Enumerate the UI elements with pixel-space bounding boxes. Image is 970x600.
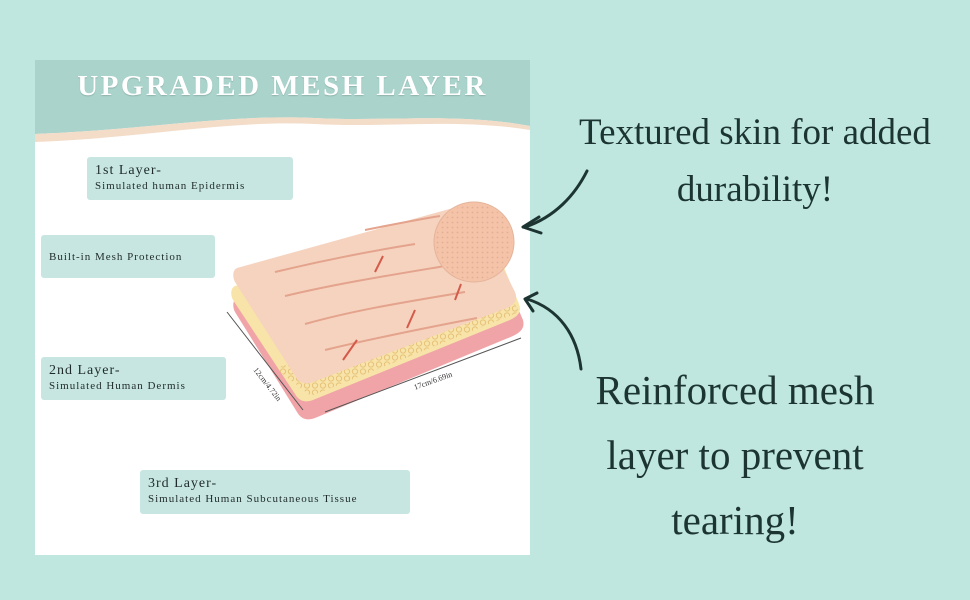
second-layer-title: 2nd Layer- [49, 363, 121, 378]
second-layer-label: 2nd Layer- Simulated Human Dermis [41, 357, 226, 400]
mesh-protection-title: Built-in Mesh Protection [49, 250, 183, 263]
banner-title: UPGRADED MESH LAYER [77, 70, 488, 102]
texture-callout: Textured skin for added durability! [555, 104, 955, 218]
banner-background [35, 60, 530, 142]
arrow-to-mesh [523, 291, 583, 371]
arrow-to-texture [521, 169, 589, 235]
product-card: UPGRADED MESH LAYER 1st Layer- Simulated… [35, 60, 530, 555]
texture-callout-line1: Textured skin for added [579, 112, 931, 153]
third-layer-title: 3rd Layer- [148, 476, 218, 491]
first-layer-label: 1st Layer- Simulated human Epidermis [87, 157, 293, 200]
third-layer-subtitle: Simulated Human Subcutaneous Tissue [148, 493, 358, 505]
second-layer-subtitle: Simulated Human Dermis [49, 380, 186, 392]
mesh-protection-label: Built-in Mesh Protection [41, 235, 215, 278]
mesh-callout-line3: tearing! [671, 497, 799, 543]
mesh-callout-line1: Reinforced mesh [595, 367, 875, 413]
skin-pad-illustration: 12cm/4.72in 17cm/6.69in [226, 201, 524, 420]
texture-callout-line2: durability! [676, 169, 834, 210]
first-layer-subtitle: Simulated human Epidermis [95, 180, 246, 192]
third-layer-label: 3rd Layer- Simulated Human Subcutaneous … [140, 470, 410, 514]
mesh-callout: Reinforced mesh layer to prevent tearing… [560, 358, 910, 553]
first-layer-title: 1st Layer- [95, 163, 162, 178]
mesh-callout-line2: layer to prevent [606, 432, 864, 478]
